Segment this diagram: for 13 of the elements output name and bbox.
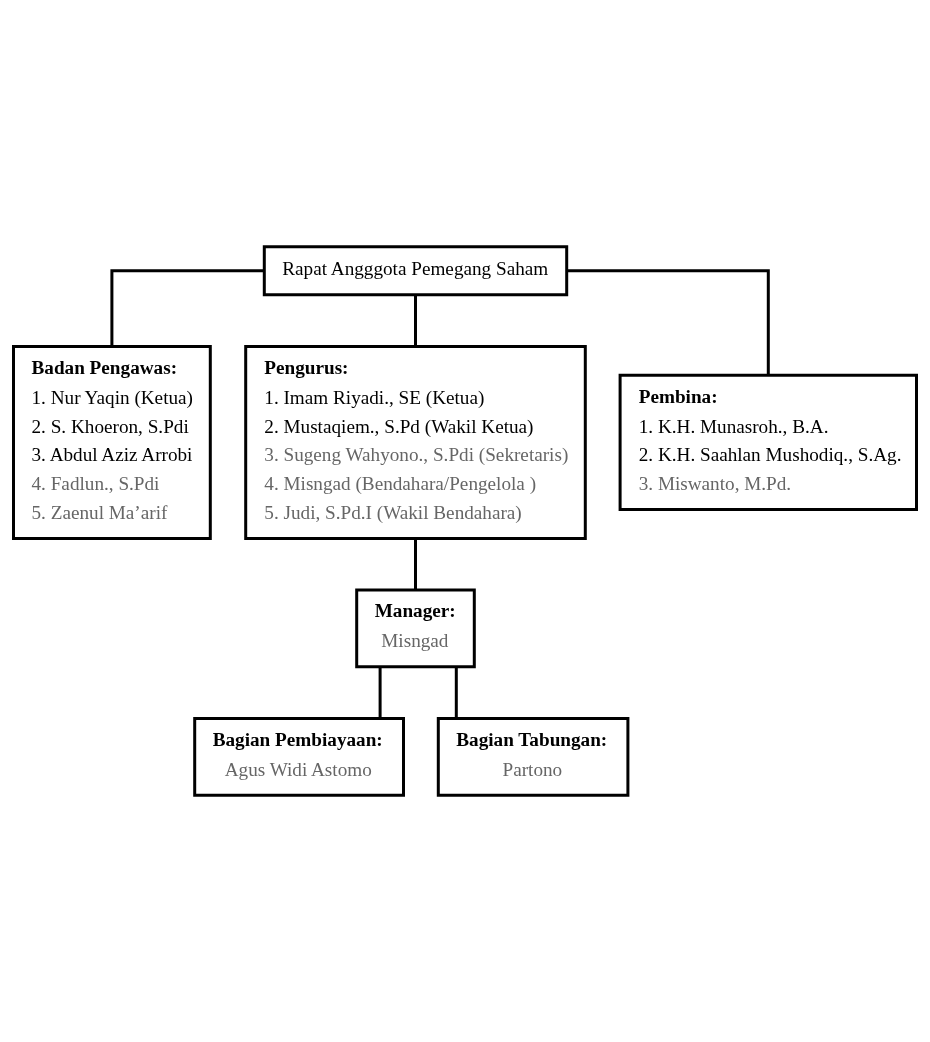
node-box: Pembina: 1. K.H. Munasroh., B.A. 2. K.H. Saahlan Mushodiq., S.Ag. 3. Miswanto, M.Pd.: [618, 373, 918, 512]
connector: [414, 295, 417, 347]
connector: [454, 666, 458, 719]
connector: [414, 538, 417, 590]
node-box: Bagian Tabungan: Partono: [436, 716, 630, 797]
connector: [567, 269, 770, 376]
node-box: Pengurus: 1. Imam Riyadi., SE (Ketua) 2. Mustaqiem., S.Pd (Wakil Ketua) 3. Sugeng Wahyono., S.Pdi (Sekretaris) 4. Misngad (Bendahara/Pengelola ) 5. Judi, S.Pd.I (Wakil Bendahara): [244, 344, 587, 540]
node-box: Bagian Pembiayaan: Agus Widi Astomo: [193, 716, 405, 797]
node-box: Rapat Angggota Pemegang Saham: [262, 245, 569, 297]
connector: [110, 269, 265, 347]
node-box: Badan Pengawas: 1. Nur Yaqin (Ketua) 2. S. Khoeron, S.Pdi 3. Abdul Aziz Arrobi 4. Fadlun., S.Pdi 5. Zaenul Ma’arif: [12, 344, 212, 540]
node-box: Manager: Misngad: [355, 588, 476, 669]
connector: [378, 666, 382, 719]
